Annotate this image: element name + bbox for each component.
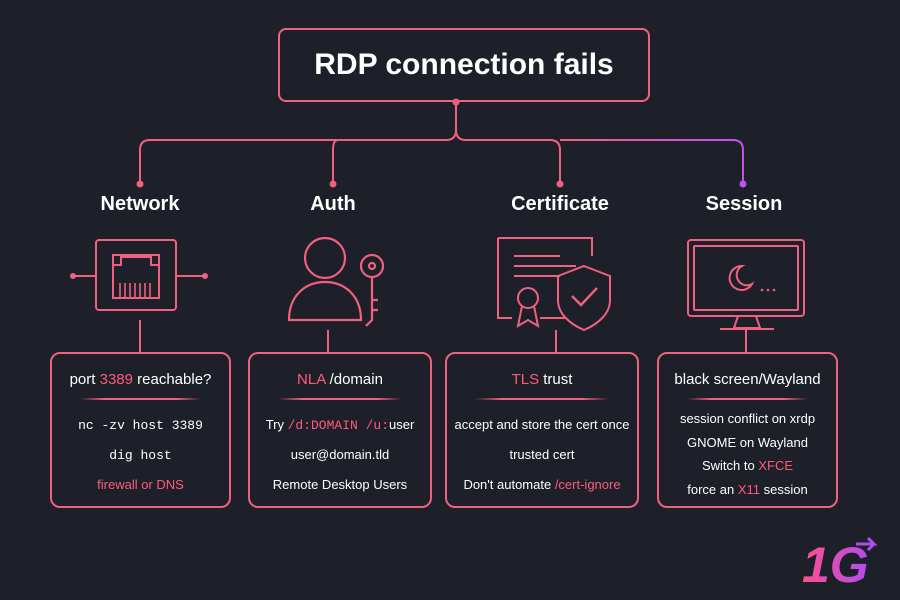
root-node-title: RDP connection fails xyxy=(314,48,614,81)
highlight-text: X11 xyxy=(737,481,761,497)
card-network-line-1: nc -zv host 3389 xyxy=(52,410,229,440)
user-key-icon xyxy=(287,236,385,327)
connector-dot-auth xyxy=(329,180,337,188)
line-text: user@domain.tld xyxy=(290,447,390,462)
command-text: dig host xyxy=(109,448,172,463)
card-certificate: TLS trust accept and store the cert once… xyxy=(445,352,639,508)
card-certificate-heading: TLS trust xyxy=(447,370,637,390)
line-text: Switch to xyxy=(701,458,759,473)
card-certificate-line-3: Don't automate /cert-ignore xyxy=(447,470,637,500)
card-session: black screen/Wayland session conflict on… xyxy=(657,352,838,508)
card-divider xyxy=(80,398,201,400)
highlight-text: firewall or DNS xyxy=(97,477,184,492)
card-session-line-3: Switch to XFCE xyxy=(659,454,836,478)
connector-to-certificate xyxy=(455,129,561,182)
card-auth-line-1: Try /d:DOMAIN /u:user xyxy=(250,410,430,440)
connector-dot-certificate xyxy=(556,180,564,188)
line-text-after: session xyxy=(760,481,808,497)
card-session-line-1: session conflict on xrdp xyxy=(659,407,836,431)
card-session-line-4: force an X11 session xyxy=(659,478,836,502)
card-divider xyxy=(278,398,402,400)
card-auth-line-3: Remote Desktop Users xyxy=(250,470,430,500)
connector-dot-network xyxy=(136,180,144,188)
highlight-text: XFCE xyxy=(758,458,794,473)
line-text: force an xyxy=(687,481,738,497)
column-title-auth: Auth xyxy=(310,193,356,215)
card-session-heading: black screen/Wayland xyxy=(659,370,836,390)
line-text: session conflict on xrdp xyxy=(679,411,816,426)
heading-highlight: 3389 xyxy=(99,371,133,388)
card-session-line-2: GNOME on Wayland xyxy=(659,431,836,455)
card-network: port 3389 reachable? nc -zv host 3389 di… xyxy=(50,352,231,508)
card-certificate-line-1: accept and store the cert once xyxy=(447,410,637,440)
card-auth-line-2: user@domain.tld xyxy=(250,440,430,470)
connector-dot-session xyxy=(739,180,747,188)
card-network-line-3: firewall or DNS xyxy=(52,470,229,500)
line-text: Try xyxy=(265,417,288,432)
column-title-certificate: Certificate xyxy=(511,193,609,215)
connector-to-auth xyxy=(332,139,339,182)
brand-logo-arrow xyxy=(856,536,878,552)
card-divider xyxy=(687,398,808,400)
line-text-after: user xyxy=(389,417,415,432)
heading-highlight: TLS xyxy=(511,371,540,388)
command-text: nc -zv host 3389 xyxy=(78,418,203,433)
heading-text-after: reachable? xyxy=(132,371,212,388)
ethernet-port-icon xyxy=(74,239,204,311)
line-text: accept and store the cert once xyxy=(454,417,630,432)
heading-text: black screen/Wayland xyxy=(674,371,821,388)
brand-logo-icon: 1G xyxy=(802,536,878,588)
heading-highlight: NLA xyxy=(297,371,326,388)
highlight-text: /cert-ignore xyxy=(554,477,621,492)
monitor-sleep-icon-dot-2 xyxy=(766,288,770,292)
heading-text-after: trust xyxy=(539,371,573,388)
ethernet-port-icon-dot-right xyxy=(202,273,208,279)
card-certificate-line-2: trusted cert xyxy=(447,440,637,470)
highlight-text: /d:DOMAIN /u: xyxy=(287,418,390,433)
heading-text: port xyxy=(69,371,100,388)
line-text: trusted cert xyxy=(509,447,575,462)
root-node: RDP connection fails xyxy=(278,28,650,102)
card-network-heading: port 3389 reachable? xyxy=(52,370,229,390)
column-title-session: Session xyxy=(705,193,783,215)
card-network-line-2: dig host xyxy=(52,440,229,470)
column-title-network: Network xyxy=(100,193,180,215)
certificate-shield-icon xyxy=(497,237,611,332)
monitor-sleep-icon-dot-1 xyxy=(760,288,764,292)
line-text: GNOME on Wayland xyxy=(687,434,808,450)
ethernet-port-icon-dot-left xyxy=(70,273,76,279)
connector-to-session xyxy=(560,139,744,182)
monitor-sleep-icon-dot-3 xyxy=(772,288,776,292)
connector-root-left xyxy=(139,129,457,182)
line-text: Don't automate xyxy=(463,477,555,492)
card-auth: NLA /domain Try /d:DOMAIN /u:user user@d… xyxy=(248,352,432,508)
heading-text-after: /domain xyxy=(325,371,383,388)
line-text: Remote Desktop Users xyxy=(272,477,408,492)
card-auth-heading: NLA /domain xyxy=(250,370,430,390)
monitor-sleep-icon xyxy=(687,239,805,330)
card-divider xyxy=(475,398,609,400)
